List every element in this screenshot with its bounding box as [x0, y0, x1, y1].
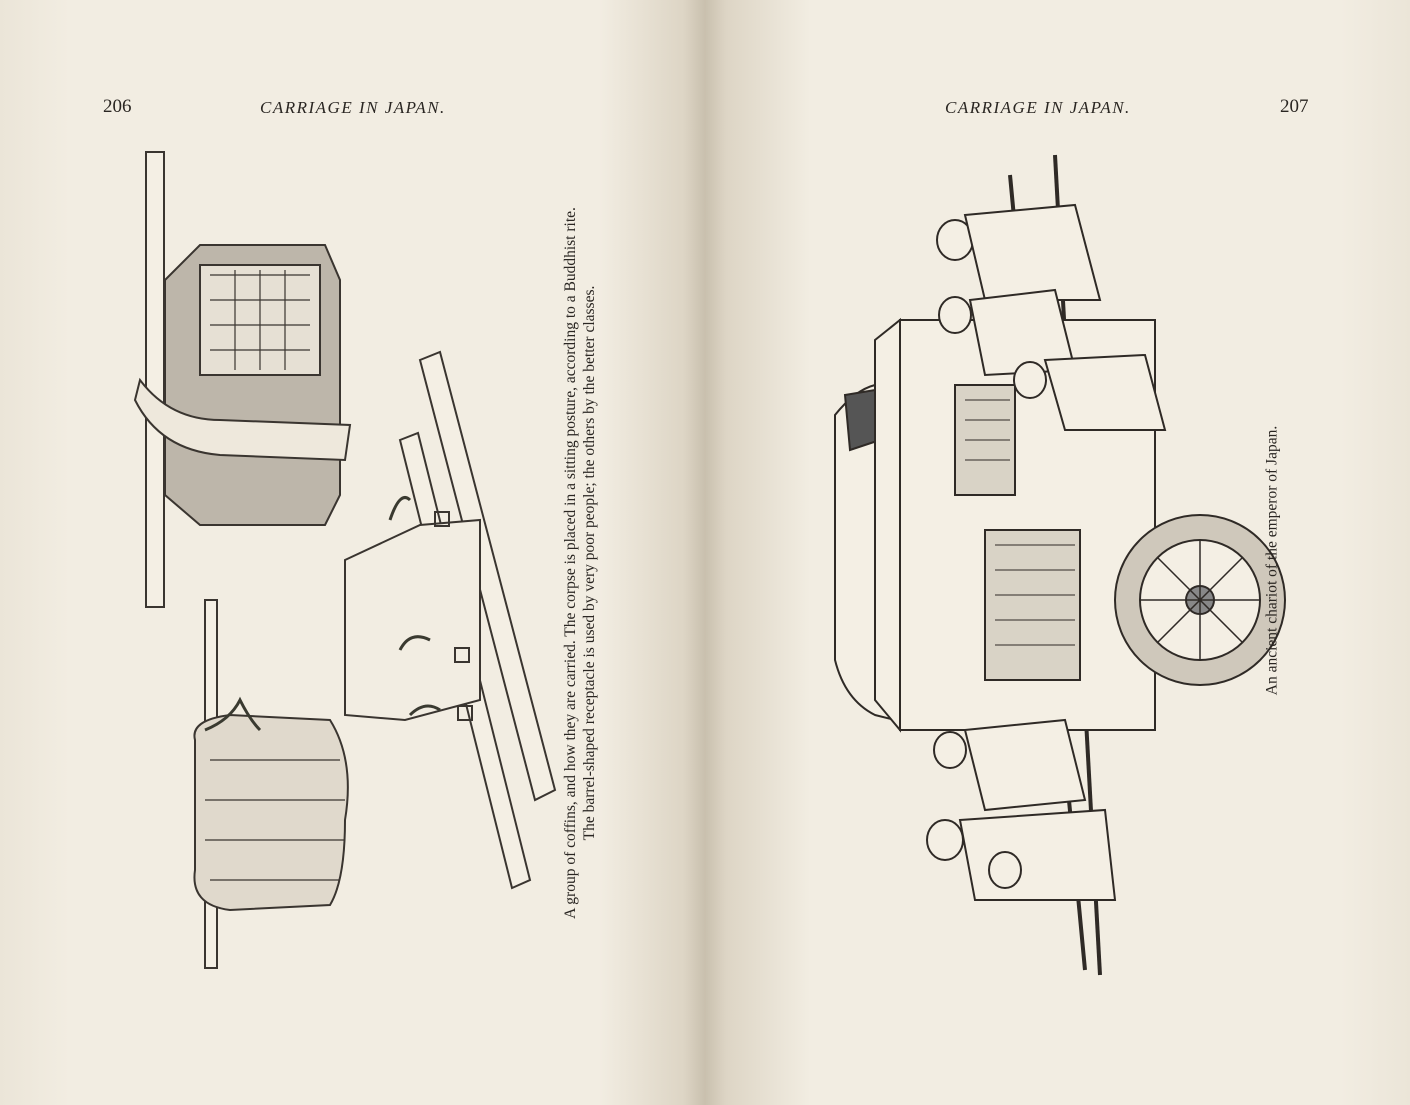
coffins-illustration — [133, 151, 557, 969]
caption-line-2: The barrel-shaped receptacle is used by … — [581, 285, 598, 841]
chariot-illustration — [834, 154, 1286, 976]
chariot-wheel — [1114, 514, 1286, 686]
attendants — [926, 203, 1167, 901]
page-number: 207 — [1280, 96, 1309, 117]
left-page: 206 CARRIAGE IN JAPAN. — [0, 0, 705, 1105]
barrel-coffin — [193, 599, 349, 969]
figure-caption: An ancient chariot of the emperor of Jap… — [1263, 425, 1281, 696]
figure-caption: A group of coffins, and how they are car… — [561, 163, 599, 963]
running-head: CARRIAGE IN JAPAN. — [260, 98, 446, 117]
caption-line-1: A group of coffins, and how they are car… — [562, 207, 579, 919]
page-number: 206 — [103, 96, 132, 117]
box-coffin — [344, 350, 557, 890]
right-page: CARRIAGE IN JAPAN. 207 — [705, 0, 1410, 1105]
house-coffin — [133, 151, 352, 608]
running-head: CARRIAGE IN JAPAN. — [945, 98, 1131, 117]
